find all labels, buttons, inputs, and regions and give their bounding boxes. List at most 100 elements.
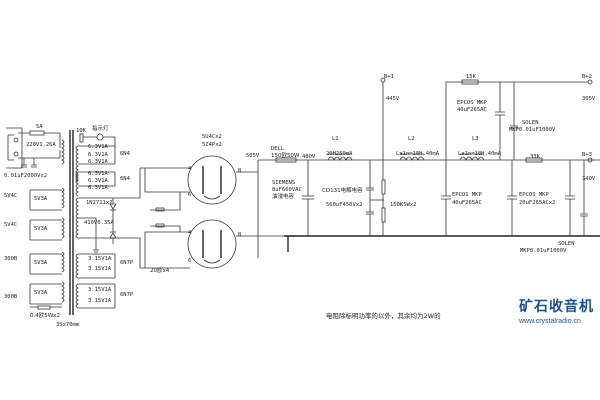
rectifier-part-label: 5U4Cx2 (202, 134, 222, 140)
l3-label: L3 (472, 136, 479, 142)
siemens-label: SIEMENS (272, 180, 295, 186)
r20-label: 20欧x4 (150, 266, 170, 274)
epcos-top-cap (495, 82, 505, 160)
l1-label: L1 (332, 136, 339, 142)
tap-label-1: 5V3A (34, 196, 48, 202)
solen-top-cap (510, 82, 518, 160)
right-windings-lower (75, 253, 116, 309)
cd131-val-label: 560uF450Vx2 (326, 202, 362, 208)
tap-label-3: 5V3A (34, 226, 48, 232)
tube-6n4b-label: 6N4 (120, 176, 131, 182)
logo-name: 矿石收音机 (519, 299, 594, 315)
rectifier-tube-1 (187, 155, 237, 205)
pin8-label-2: 8 (238, 232, 241, 238)
l2-label: L2 (408, 136, 415, 142)
epcos1-label: EPCOS MKP (452, 192, 482, 198)
fuse (29, 130, 45, 136)
epcos2-cap-b (565, 160, 575, 236)
pilot-label: 指示灯 (92, 124, 109, 132)
dell-resistor-label: 150欧50W (271, 151, 300, 159)
r150k-label: 150K5Wx2 (390, 202, 417, 208)
b3-label: B+3 (582, 152, 592, 158)
epcos2-label: EPCOS MKP (519, 192, 549, 198)
r15k (461, 79, 479, 85)
v305-label: 305V (582, 96, 596, 102)
r33k (525, 157, 543, 163)
epcos2-val-label: 20uF265ACx2 (519, 200, 555, 206)
hv-winding (75, 197, 79, 239)
solen-bot-label: SOLEN (558, 241, 575, 247)
resistor-note: 电阻除标明功率的以外，其余均为2W的 (326, 311, 441, 320)
epcos1-cap (441, 160, 451, 236)
solen-bot-val-label: MKP0.01uF1000V (520, 248, 567, 254)
v445-label: 445V (386, 96, 400, 102)
diode-lower (109, 232, 117, 239)
r33k-label: 33K (530, 154, 541, 160)
pin6-label-2: 6 (188, 258, 191, 264)
epcos2-cap-a (507, 160, 517, 236)
primary-cap-label: 0.01uF2000Vx2 (4, 173, 47, 179)
rectifier-part2-label: 5Z4Px2 (202, 142, 222, 148)
epcos-top-val-label: 40uF265AC (457, 107, 487, 113)
pin4-label-2: 4 (188, 230, 192, 236)
siemens-type-label: 油浸电容 (272, 192, 295, 200)
tap-label-5: 5V3A (34, 260, 48, 266)
b2-branch (445, 81, 588, 160)
r15k-label: 15K (466, 74, 477, 80)
tap-label-7: 5V3A (34, 290, 48, 296)
resistor-04 (37, 305, 51, 310)
tap-label-4: 300B (4, 256, 18, 262)
tap-label-2: 5V4C (4, 222, 17, 228)
resistor-04-label: 0.4欧5Wx2 (30, 311, 60, 319)
solen-top-val-label: MKP0.01uF1000V (509, 127, 556, 133)
tube-6n7pb-label: 6N7P (120, 292, 134, 298)
tube-6n7p-label: 6N7P (120, 260, 134, 266)
r150k-upper (381, 179, 386, 195)
lower-winding-3: 3.15V1A (88, 298, 112, 304)
winding-label-3: 6.3V1A (88, 171, 109, 177)
dell-resistor (275, 157, 297, 163)
rectifier-tube-2 (187, 219, 237, 269)
choke-l3 (459, 156, 485, 161)
site-logo: 矿石收音机 www.crystalradio.cn (519, 296, 599, 336)
solen-top-label: SOLEN (522, 120, 539, 126)
tube-6n4-label: 6N4 (120, 151, 131, 157)
winding-label-1: 6.3V1A (88, 152, 109, 158)
logo-url: www.crystalradio.cn (519, 318, 581, 325)
v340-label: 340V (582, 176, 596, 182)
siemens-val-label: 8uF660VAC (272, 187, 302, 193)
diode-upper (109, 203, 117, 210)
core-size-label: 35x70mm (56, 322, 80, 328)
lower-winding-0: 3.15V1A (88, 256, 112, 262)
choke-l1 (327, 156, 353, 161)
fuse-label: 5A (36, 124, 43, 130)
cd131-caps (366, 160, 374, 236)
v505-label: 505V (246, 153, 260, 159)
dell-label: DELL (271, 146, 285, 152)
right-windings-upper (75, 145, 116, 197)
epcos1-val-label: 40uF265AC (452, 200, 482, 206)
tap-label-6: 300B (4, 294, 18, 300)
pin8-label-1: 8 (238, 168, 241, 174)
winding-label-4: 6.3V1A (88, 178, 109, 184)
b2-label: B+2 (582, 74, 592, 80)
hv-label: 410V0.35A (84, 220, 114, 226)
siemens-cap (302, 160, 314, 236)
winding-label-2: 6.3V1A (88, 159, 109, 165)
v480-label: 480V (302, 154, 316, 160)
primary-label: 220V1.26A (26, 142, 56, 148)
diode-label: 1N2711x2 (86, 200, 113, 206)
lower-winding-1: 3.15V1A (88, 266, 112, 272)
choke-l2 (399, 156, 425, 161)
lower-winding-2: 3.15V1A (88, 287, 112, 293)
solen-bot-cap (580, 160, 588, 236)
pin4-label-1: 4 (188, 166, 192, 172)
b1-terminal (380, 77, 386, 83)
r150k-lower (381, 207, 386, 223)
pilot-lamp-icon (96, 133, 104, 141)
pin6-label-1: 6 (188, 192, 191, 198)
b3-terminal (587, 157, 593, 163)
mains-plug (6, 127, 23, 169)
